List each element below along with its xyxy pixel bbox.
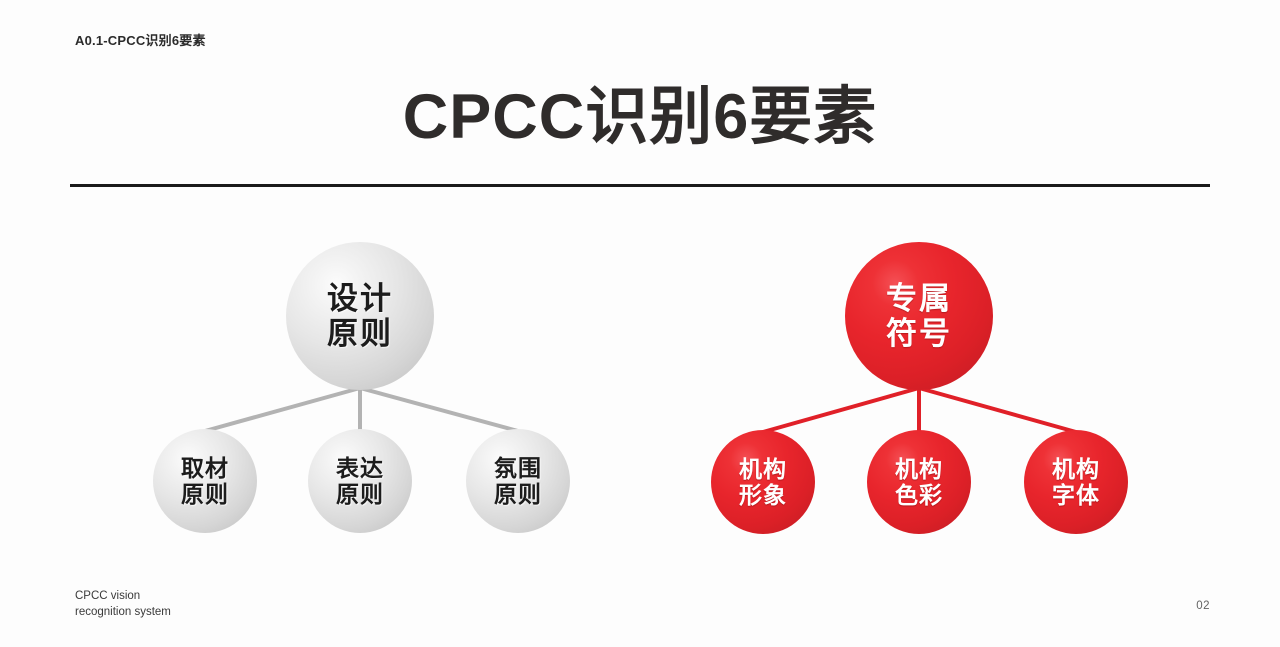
node-label-line-1: 设计 — [327, 280, 393, 316]
node-label-line-1: 氛围 — [494, 454, 542, 481]
node-label-line-1: 取材 — [181, 454, 229, 481]
page-number: 02 — [1196, 600, 1210, 612]
node-expression-principle[interactable]: 表达原则 — [308, 429, 412, 533]
node-label-line-2: 符号 — [886, 316, 952, 351]
node-label-line-2: 形象 — [739, 482, 787, 508]
node-institution-color[interactable]: 机构色彩 — [867, 430, 971, 534]
node-institution-image[interactable]: 机构形象 — [711, 430, 815, 534]
node-label-line-1: 机构 — [1052, 455, 1100, 482]
footer-brand-line-1: CPCC vision — [75, 590, 141, 602]
node-label-line-1: 机构 — [895, 455, 943, 482]
footer-brand: CPCC vision recognition system — [75, 588, 171, 621]
node-atmosphere-principle[interactable]: 氛围原则 — [466, 429, 570, 533]
node-label-line-2: 原则 — [327, 316, 393, 351]
node-label-line-2: 原则 — [181, 481, 229, 507]
title-divider — [70, 184, 1210, 187]
connector-exclusive-symbol-to-institution-typeface — [918, 386, 1077, 434]
node-label-line-2: 原则 — [494, 481, 542, 507]
node-exclusive-symbol[interactable]: 专属符号 — [845, 242, 993, 390]
connector-design-principles-to-atmosphere-principle — [359, 386, 519, 433]
connector-design-principles-to-material-principle — [204, 386, 361, 433]
node-label-line-1: 机构 — [739, 455, 787, 482]
connector-exclusive-symbol-to-institution-image — [762, 386, 920, 434]
node-material-principle[interactable]: 取材原则 — [153, 429, 257, 533]
node-design-principles[interactable]: 设计原则 — [286, 242, 434, 390]
node-label-line-1: 专属 — [886, 280, 952, 316]
node-label-line-2: 色彩 — [895, 482, 943, 508]
node-label-line-1: 表达 — [336, 454, 384, 481]
footer-brand-line-2: recognition system — [75, 606, 171, 619]
node-institution-typeface[interactable]: 机构字体 — [1024, 430, 1128, 534]
node-label-line-2: 原则 — [336, 481, 384, 507]
node-label-line-2: 字体 — [1052, 482, 1100, 508]
page-title: CPCC识别6要素 — [402, 82, 878, 152]
slide-header-label: A0.1-CPCC识别6要素 — [75, 33, 206, 48]
